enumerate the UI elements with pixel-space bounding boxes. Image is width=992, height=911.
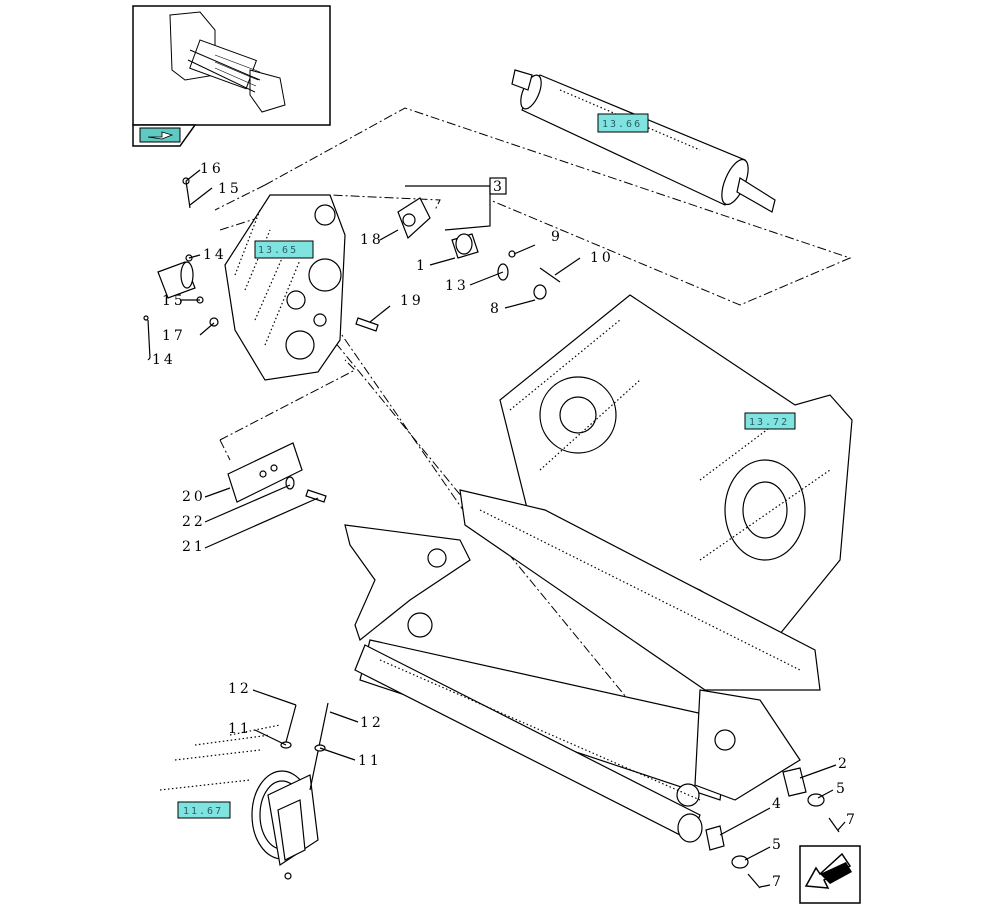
part-number-7: 7 [846, 812, 858, 828]
callout-3-bracket [405, 177, 507, 231]
part-number-9: 9 [551, 229, 563, 245]
part-number-12: 12 [228, 681, 252, 697]
part-number-11: 11 [228, 721, 252, 737]
svg-text:11.67: 11.67 [183, 806, 223, 817]
part-number-17: 17 [162, 328, 186, 344]
small-parts-lower-right [705, 767, 840, 889]
part-number-3: 3 [493, 179, 505, 195]
part-number-5: 5 [836, 781, 848, 797]
part-number-8: 8 [490, 301, 502, 317]
part-number-13: 13 [445, 278, 469, 294]
part-number-22: 22 [182, 514, 206, 530]
svg-text:13.65: 13.65 [258, 245, 298, 256]
part-number-5: 5 [772, 837, 784, 853]
part-number-21: 21 [182, 539, 206, 555]
overview-thumbnail[interactable] [132, 5, 331, 126]
svg-text:13.72: 13.72 [749, 417, 789, 428]
part-number-2: 2 [838, 756, 850, 772]
main-frame [344, 294, 853, 843]
part-number-4: 4 [772, 796, 784, 812]
reference-13-66[interactable]: 13.66 [597, 113, 649, 133]
part-number-11: 11 [358, 753, 382, 769]
part-number-19: 19 [400, 293, 424, 309]
reference-13-65[interactable]: 13.65 [254, 240, 314, 259]
part-number-20: 20 [182, 489, 206, 505]
reference-11-67[interactable]: 11.67 [177, 801, 231, 819]
part-number-10: 10 [590, 250, 614, 266]
part-number-15: 15 [218, 181, 242, 197]
small-parts-gearbox [143, 177, 561, 332]
part-number-12: 12 [360, 715, 384, 731]
arrow-down-left-icon[interactable] [799, 845, 861, 904]
part-number-14: 14 [152, 352, 176, 368]
part-number-1: 1 [416, 258, 428, 274]
svg-text:13.66: 13.66 [602, 119, 642, 130]
part-number-16: 16 [200, 161, 224, 177]
roller-shaft [511, 69, 776, 213]
assembly-outline-upper [214, 107, 852, 306]
part-number-14: 14 [203, 247, 227, 263]
part-number-18: 18 [360, 232, 384, 248]
callout-leaders [147, 169, 846, 888]
cover-plate [227, 442, 327, 503]
reference-13-72[interactable]: 13.72 [744, 412, 796, 430]
part-number-15: 15 [162, 293, 186, 309]
part-number-7: 7 [772, 874, 784, 890]
folder-arrow-icon[interactable] [132, 124, 197, 147]
